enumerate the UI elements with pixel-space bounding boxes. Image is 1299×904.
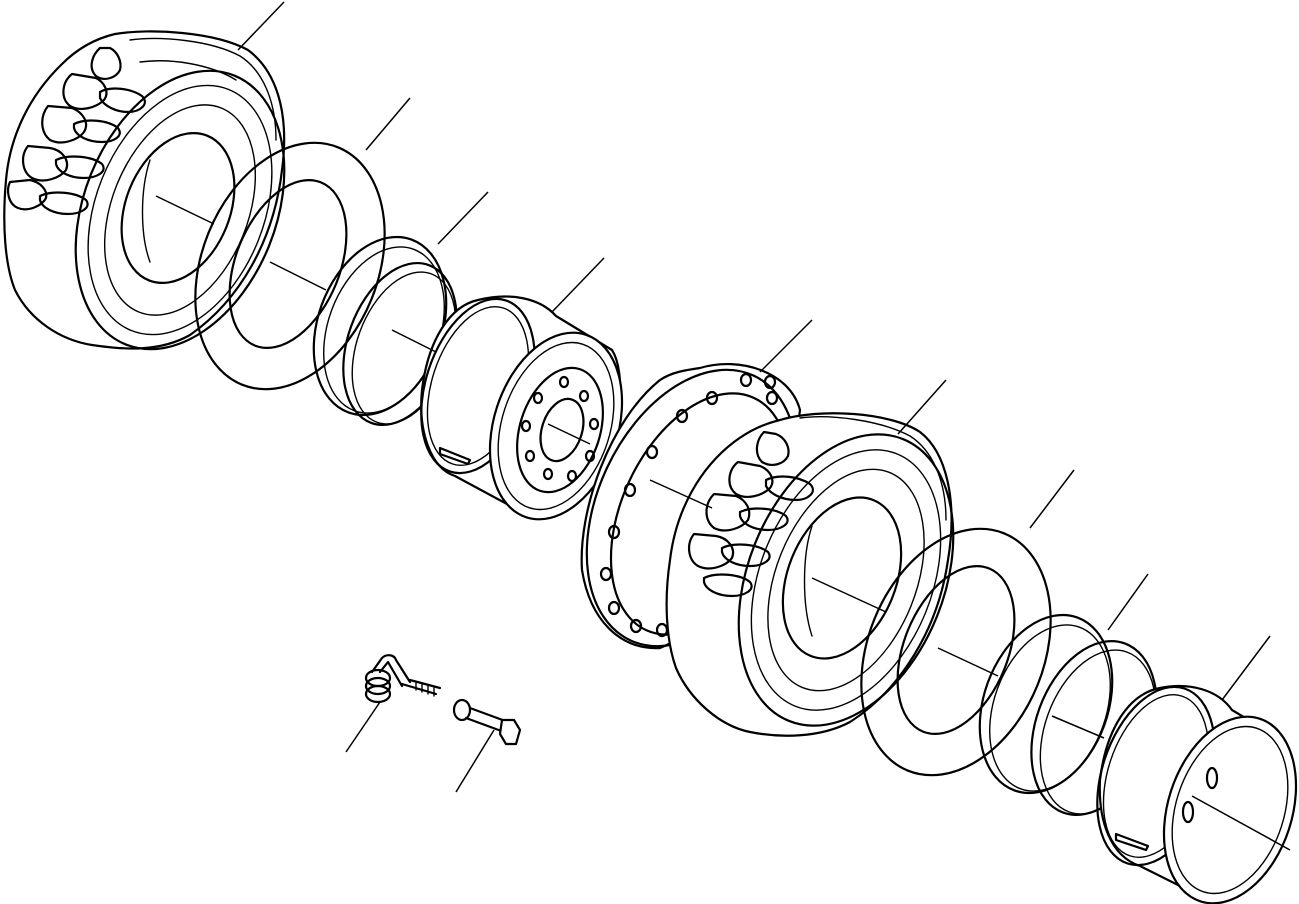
valve-extension	[364, 654, 442, 704]
flap-1	[194, 141, 386, 391]
rim-disc	[420, 295, 624, 521]
tire-2	[665, 412, 955, 737]
flap-2	[860, 527, 1052, 777]
tire-1	[3, 30, 286, 351]
rim-2	[1096, 684, 1298, 904]
valve-nut	[452, 698, 522, 746]
leader-lines	[155, 1, 1291, 851]
